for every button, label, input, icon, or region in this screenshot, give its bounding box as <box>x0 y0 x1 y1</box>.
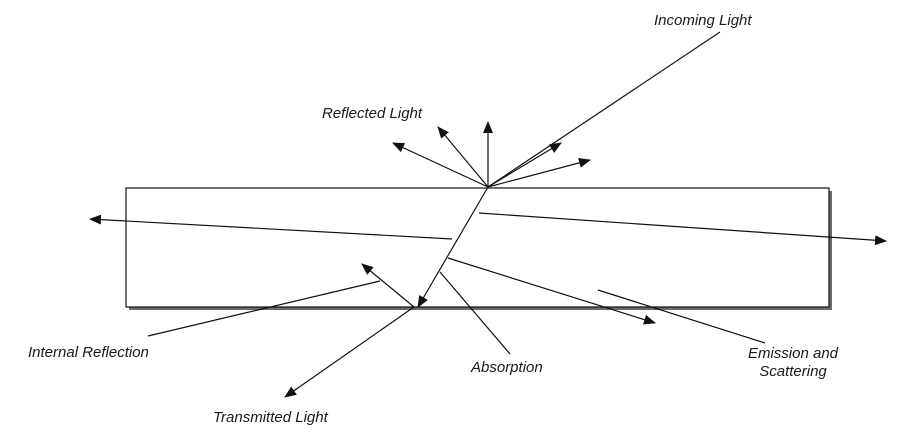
internal-reflection-leader <box>147 280 381 337</box>
material-slab <box>125 187 830 308</box>
emission-leader <box>597 289 766 344</box>
transmitted-light-ray <box>284 306 415 398</box>
scattered-ray-left <box>89 214 453 240</box>
refracted-ray <box>417 186 489 308</box>
scattered-ray-right <box>478 212 887 246</box>
internal-reflection-label: Internal Reflection <box>28 344 149 361</box>
reflected-ray <box>392 142 489 188</box>
reflected-ray <box>487 157 591 188</box>
incoming-light-label: Incoming Light <box>654 12 752 29</box>
absorption-label: Absorption <box>471 359 543 376</box>
reflected-ray <box>487 142 562 188</box>
emission-scattering-label: Emission and Scattering <box>728 345 858 381</box>
internal-reflection-ray <box>361 263 415 308</box>
emission-label-line1: Emission and <box>747 345 839 362</box>
transmitted-light-label: Transmitted Light <box>213 409 328 426</box>
reflected-ray <box>437 126 489 188</box>
incoming-light-ray <box>487 31 721 188</box>
emission-label-line2: Scattering <box>759 363 827 380</box>
reflected-light-label: Reflected Light <box>322 105 423 122</box>
scattered-ray-lower <box>447 257 656 325</box>
absorption-leader <box>439 271 511 355</box>
